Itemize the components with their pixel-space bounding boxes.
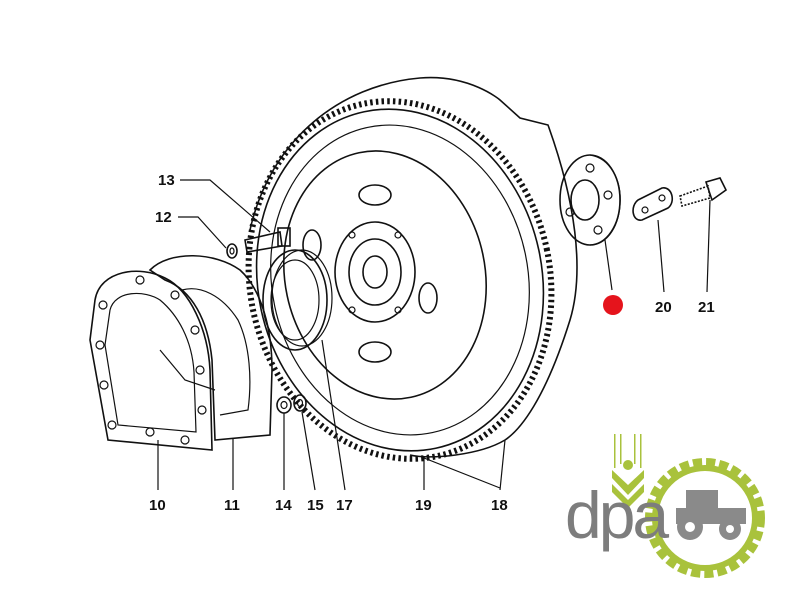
part-label-19: 19 [415,497,432,514]
bolt-13 [226,227,291,259]
part-label-21: 21 [698,299,715,316]
flywheel-disc [282,150,488,400]
nut-14 [276,396,292,414]
part-label-13: 13 [158,172,175,189]
gear-ring-icon [645,458,765,578]
part-label-11: 11 [224,497,240,514]
part-label-15: 15 [307,497,324,514]
part-label-20: 20 [655,299,672,316]
ring-gear [245,98,555,462]
dpa-logo: dpa [565,434,765,578]
cover-11 [148,255,273,441]
tractor-icon [676,490,746,540]
part-label-12: 12 [155,209,172,226]
part-label-17: 17 [336,497,353,514]
part-label-18: 18 [491,497,508,514]
part-label-14: 14 [275,497,292,514]
highlight-marker [603,295,623,315]
leader-lines [157,179,711,491]
logo-text: dpa [565,478,669,552]
seal-ring [262,249,333,351]
bolt-21 [679,177,728,208]
lock-plate-20 [632,187,674,221]
washer-15 [293,394,307,412]
gasket-10 [89,270,213,451]
wheat-icon [612,434,644,508]
part-label-10: 10 [149,497,166,514]
drive-flange [559,154,621,246]
